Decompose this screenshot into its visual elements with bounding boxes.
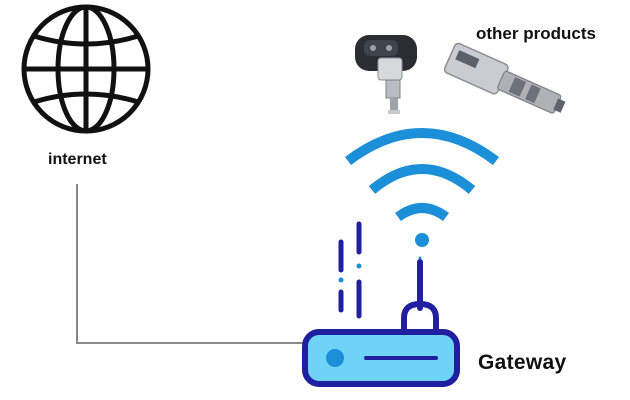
router-led [326, 349, 344, 367]
signal-dashes-icon [338, 221, 362, 319]
gateway-label: Gateway [478, 351, 567, 374]
wifi-signal-icon [344, 128, 500, 222]
router-antenna-base [401, 300, 439, 332]
other-products-label: other products [476, 24, 596, 43]
globe-icon [21, 4, 151, 134]
internet-gateway-connector [76, 184, 305, 344]
wifi-dot [415, 233, 429, 247]
wifi-arc-outer [344, 128, 500, 165]
wifi-arc-middle [368, 164, 476, 194]
wifi-small-dot [418, 256, 422, 260]
signal-dot-2 [356, 263, 362, 269]
router-icon [302, 259, 460, 387]
wifi-arc-inner [395, 203, 449, 222]
tire-pressure-sensor-icon [355, 35, 417, 114]
signal-dot-1 [338, 277, 344, 283]
vape-device-icon [443, 42, 566, 114]
internet-label: internet [48, 151, 107, 168]
